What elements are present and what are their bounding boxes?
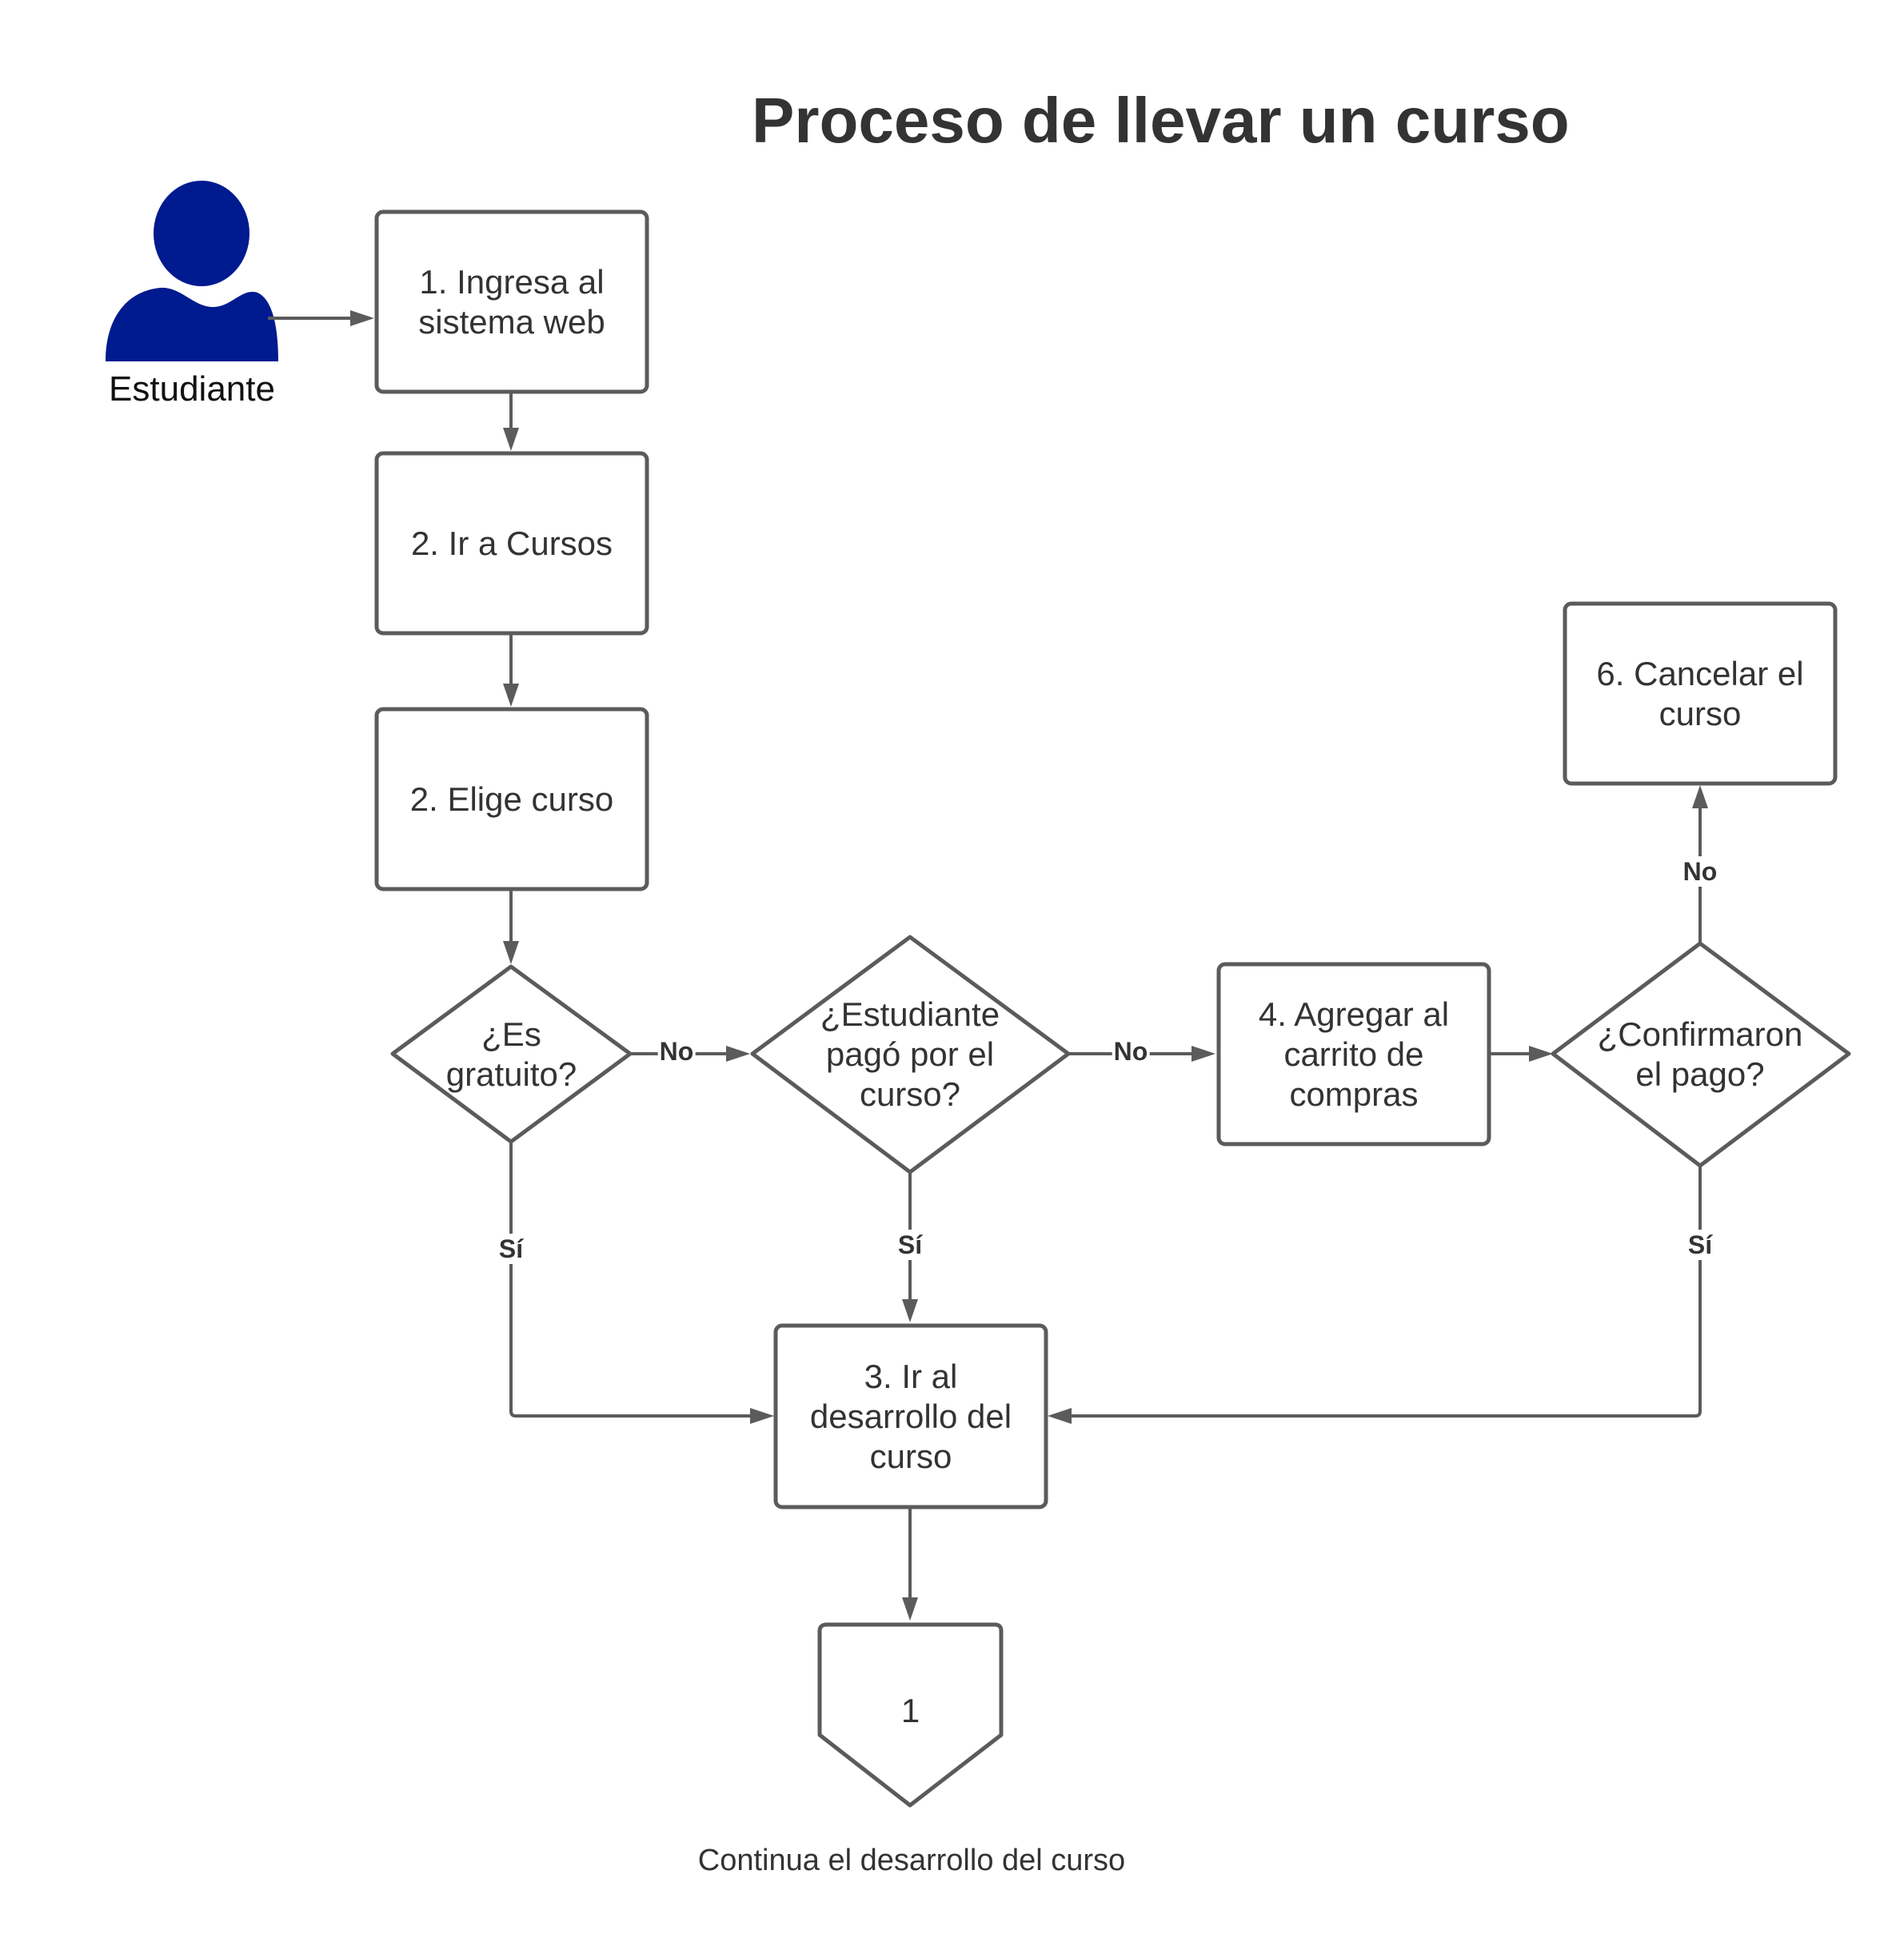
- node-step4: 4. Agregar al carrito de compras: [1258, 995, 1450, 1113]
- node-connector: 1: [900, 1692, 920, 1729]
- edge-confirm-yes: [1072, 1166, 1702, 1418]
- edge-label-confirm-no: No: [1681, 856, 1719, 887]
- edge-label-confirm-yes: Sí: [1686, 1230, 1714, 1260]
- edge-label-paid-no: No: [1112, 1036, 1150, 1067]
- node-step4-box: [1216, 962, 1491, 1146]
- arrowhead: [1529, 1046, 1553, 1062]
- arrowhead: [350, 310, 374, 326]
- edge-label-paid-yes: Sí: [896, 1230, 924, 1260]
- arrowhead: [1191, 1046, 1215, 1062]
- node-step1: 1. Ingresa al sistema web: [418, 262, 605, 341]
- node-decision-free: ¿Es gratuito?: [445, 1015, 577, 1093]
- node-step6: 6. Cancelar el curso: [1596, 654, 1804, 732]
- node-step2b-box: [374, 707, 649, 891]
- node-decision-paid: ¿Estudiante pagó por el curso?: [820, 995, 1000, 1113]
- node-step3: 3. Ir al desarrollo del curso: [809, 1357, 1012, 1475]
- arrowhead: [503, 684, 519, 707]
- arrowhead: [902, 1597, 918, 1621]
- diagram-title: Proceso de llevar un curso: [752, 85, 1570, 156]
- person-icon: [106, 181, 278, 361]
- edge-label-free-no: No: [657, 1036, 696, 1067]
- node-decision-paid-diamond: [750, 935, 1071, 1174]
- node-decision-confirm: ¿Confirmaron el pago?: [1597, 1015, 1803, 1093]
- node-decision-confirm-diamond: [1551, 941, 1851, 1168]
- arrowhead: [750, 1408, 774, 1424]
- node-decision-free-diamond: [390, 964, 633, 1144]
- arrowhead: [1692, 785, 1708, 808]
- node-step2b: 2. Elige curso: [409, 780, 614, 818]
- node-connector-shape: [817, 1622, 1004, 1808]
- actor-label: Estudiante: [109, 369, 275, 409]
- nodes: [374, 209, 1851, 1808]
- node-step1-box: [374, 209, 649, 394]
- node-step3-box: [773, 1323, 1048, 1509]
- footer-note: Continua el desarrollo del curso: [697, 1844, 1126, 1877]
- arrowhead: [1048, 1408, 1072, 1424]
- arrowhead: [902, 1299, 918, 1322]
- edges: [268, 310, 1708, 1621]
- arrowhead: [726, 1046, 750, 1062]
- node-step2a: 2. Ir a Cursos: [410, 524, 613, 562]
- node-step6-box: [1563, 601, 1838, 786]
- arrowhead: [503, 428, 519, 451]
- arrowhead: [503, 941, 519, 964]
- node-step2a-box: [374, 451, 649, 636]
- edge-free-yes: [509, 1142, 750, 1418]
- edge-label-free-yes: Sí: [497, 1234, 525, 1264]
